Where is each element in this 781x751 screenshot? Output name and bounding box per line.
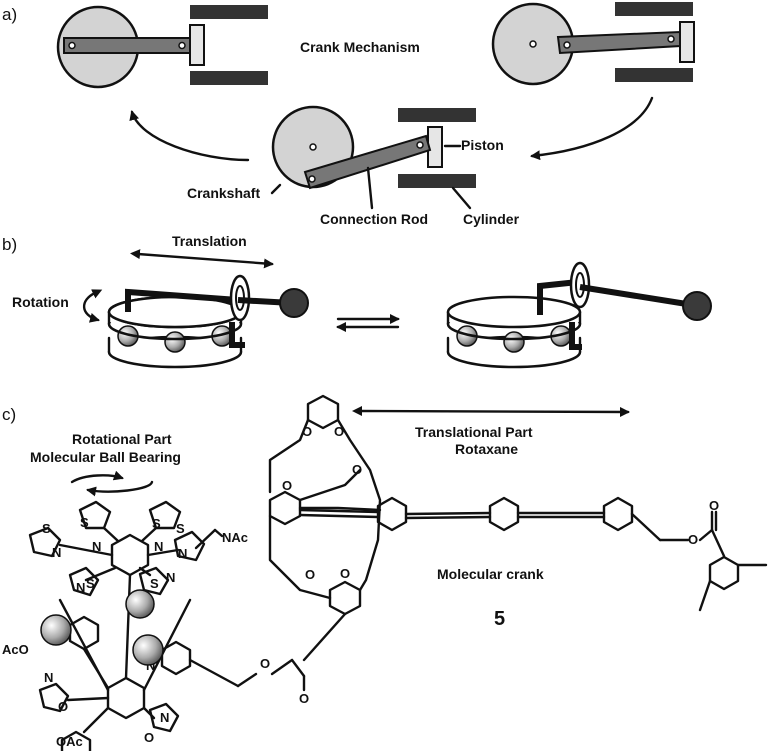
svg-text:O: O — [340, 566, 350, 581]
svg-text:O: O — [352, 462, 362, 477]
metal-ball-bottom — [132, 634, 164, 666]
arrow-to-center — [530, 96, 654, 161]
crank-right-piston — [679, 21, 695, 63]
metal-ball-right — [125, 589, 155, 619]
svg-text:S: S — [86, 576, 95, 591]
svg-text:N: N — [92, 539, 101, 554]
rotation-indicator-bottom — [86, 480, 154, 497]
label-translational-part: Translational Part — [415, 424, 533, 440]
translational-arrow — [352, 406, 630, 417]
label-molecular-crank: Molecular crank — [437, 566, 544, 582]
compound-number: 5 — [494, 608, 505, 630]
label-connection-rod: Connection Rod — [320, 211, 428, 227]
svg-text:N: N — [44, 670, 53, 685]
translation-arrow — [130, 249, 274, 269]
svg-text:S: S — [150, 576, 159, 591]
bearing-left — [107, 274, 309, 369]
svg-text:N: N — [52, 545, 61, 560]
atom-oac: OAc — [56, 734, 83, 749]
svg-text:O: O — [305, 567, 315, 582]
svg-text:O: O — [709, 498, 719, 513]
svg-text:N: N — [166, 570, 175, 585]
label-translation: Translation — [172, 233, 247, 249]
crank-left-cylinder-bottom — [190, 71, 268, 85]
svg-text:O: O — [282, 478, 292, 493]
rotation-arrow — [82, 289, 103, 323]
bearing-right — [446, 261, 712, 369]
molecule-structure — [28, 394, 768, 751]
svg-text:S: S — [176, 521, 185, 536]
label-cylinder: Cylinder — [463, 211, 520, 227]
cylinder-bottom — [398, 174, 476, 188]
cylinder-top — [398, 108, 476, 122]
crank-mechanism-title: Crank Mechanism — [300, 39, 420, 55]
metal-ball-left — [40, 614, 72, 646]
label-piston: Piston — [461, 137, 504, 153]
panel-label-b: b) — [2, 235, 17, 254]
svg-text:N: N — [178, 546, 187, 561]
label-crankshaft: Crankshaft — [187, 185, 260, 201]
svg-text:N: N — [160, 710, 169, 725]
panel-label-a: a) — [2, 5, 17, 24]
crank-right-cylinder-top — [615, 2, 693, 16]
svg-text:S: S — [80, 515, 89, 530]
label-rotaxane: Rotaxane — [455, 441, 518, 457]
svg-text:O: O — [688, 532, 698, 547]
arrow-to-left — [129, 110, 250, 162]
panel-label-c: c) — [2, 405, 16, 424]
label-molecular-ball-bearing: Molecular Ball Bearing — [30, 449, 181, 465]
crank-left — [56, 5, 268, 89]
crank-right-cylinder-bottom — [615, 68, 693, 82]
svg-text:O: O — [260, 656, 270, 671]
crank-left-cylinder-top — [190, 5, 268, 19]
connection-rod — [303, 134, 432, 190]
svg-text:O: O — [302, 424, 312, 439]
label-rotational-part: Rotational Part — [72, 431, 172, 447]
svg-text:S: S — [152, 516, 161, 531]
svg-text:O: O — [144, 730, 154, 745]
crank-left-piston — [189, 24, 205, 66]
label-rotation: Rotation — [12, 294, 69, 310]
atom-aco: AcO — [2, 642, 29, 657]
rotation-indicator-top — [70, 470, 124, 484]
svg-text:S: S — [42, 521, 51, 536]
svg-text:O: O — [58, 699, 68, 714]
crank-right-rod — [556, 30, 681, 55]
crank-right — [491, 2, 695, 86]
crank-left-rod — [63, 37, 191, 54]
atom-labels: S N S N S N S N S N S N NAc AcO N O N N … — [2, 424, 719, 749]
svg-text:N: N — [76, 580, 85, 595]
atom-nac: NAc — [222, 530, 248, 545]
crank-center — [271, 105, 476, 190]
svg-text:O: O — [299, 691, 309, 706]
svg-text:O: O — [334, 424, 344, 439]
svg-text:N: N — [154, 539, 163, 554]
